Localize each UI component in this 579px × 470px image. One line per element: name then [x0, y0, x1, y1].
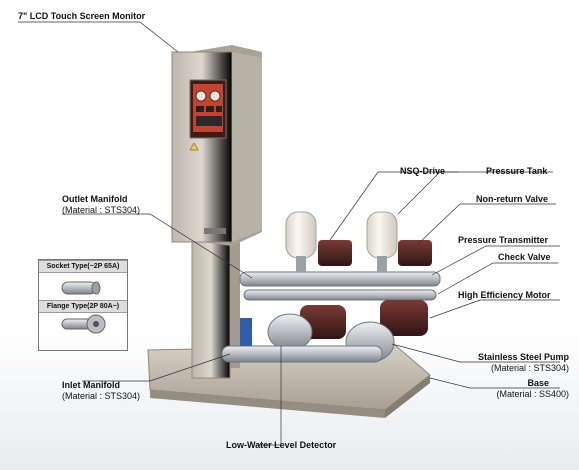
- socket-type-icon: [61, 281, 101, 295]
- nsq-drive-left: [318, 240, 352, 266]
- flange-type-label: Flange Type(2P 80A~): [39, 300, 127, 313]
- control-panel-stand: [191, 237, 240, 379]
- motor-right: [380, 300, 428, 336]
- label-pressure-transmitter: Pressure Transmitter: [458, 235, 549, 245]
- label-nsq-drive: NSQ-Drive: [400, 166, 446, 176]
- pressure-tank-right: [366, 211, 398, 272]
- label-pump-material: (Material : STS304): [490, 363, 569, 373]
- pipe-connection-inset: Socket Type(~2P 65A) Flange Type(2P 80A~…: [38, 259, 128, 351]
- nsq-drive-right: [398, 240, 432, 266]
- label-non-return-valve: Non-return Valve: [476, 194, 549, 204]
- outlet-manifold: [239, 271, 441, 301]
- label-high-efficiency-motor: High Efficiency Motor: [458, 290, 551, 300]
- label-base: Base: [527, 378, 549, 388]
- socket-type-label: Socket Type(~2P 65A): [39, 260, 127, 273]
- label-stainless-steel-pump: Stainless Steel Pump: [477, 352, 569, 362]
- label-base-material: (Material : SS400): [496, 389, 569, 399]
- lcd-touch-screen: [189, 79, 227, 139]
- label-pressure-tank: Pressure Tank: [486, 166, 548, 176]
- label-inlet-manifold: Inlet Manifold: [62, 380, 120, 390]
- label-lcd-monitor: 7" LCD Touch Screen Monitor: [18, 11, 146, 21]
- inlet-manifold: [221, 318, 383, 363]
- label-inlet-material: (Material : STS304): [62, 391, 141, 401]
- pressure-tank-left: [285, 211, 317, 272]
- label-outlet-manifold: Outlet Manifold: [62, 194, 128, 204]
- label-check-valve: Check Valve: [498, 252, 551, 262]
- flange-type-icon: [61, 314, 106, 334]
- label-low-water-detector: Low-Water Level Detector: [226, 440, 337, 450]
- leader-lines: [18, 21, 560, 446]
- label-outlet-material: (Material : STS304): [62, 205, 141, 215]
- stainless-pump-left: [267, 313, 313, 351]
- control-cabinet: [171, 45, 262, 246]
